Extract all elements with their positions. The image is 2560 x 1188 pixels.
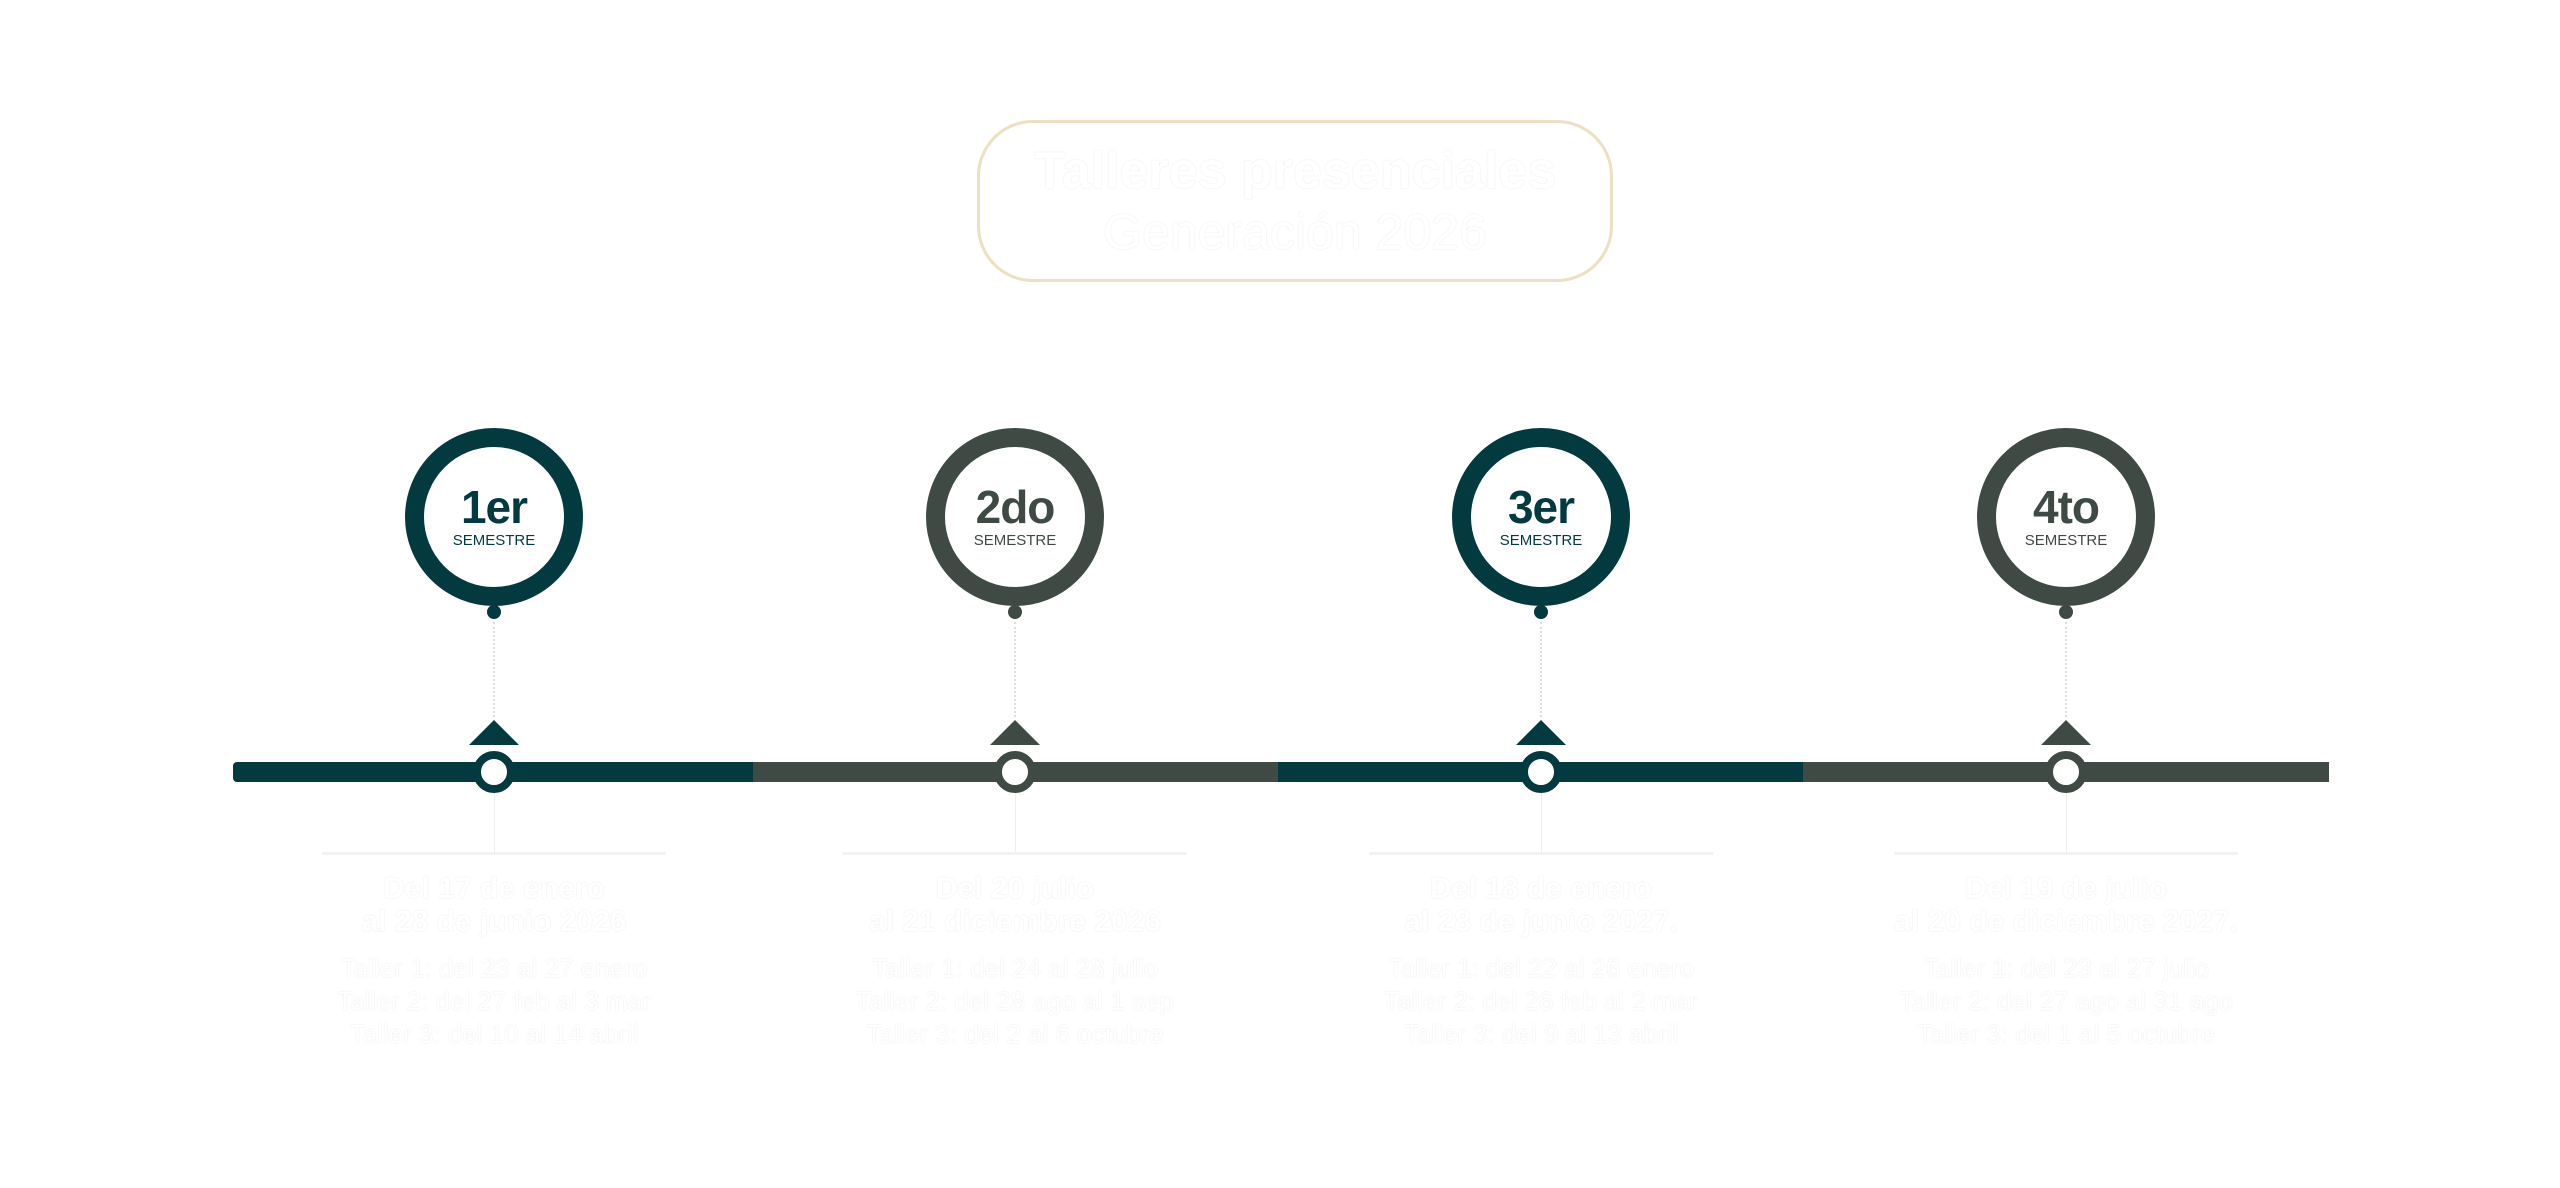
triangle-marker	[1516, 720, 1566, 745]
vertical-connector	[2066, 793, 2067, 853]
date-range-line-1: Del 19 de julio	[1965, 872, 2167, 905]
timeline-node	[473, 751, 515, 793]
dotted-connector	[1014, 622, 1016, 717]
badge-pin	[487, 605, 501, 619]
divider-line	[1894, 852, 2238, 855]
divider-line	[322, 852, 666, 855]
semester-number: 3er	[1507, 481, 1575, 533]
semester-number: 2do	[975, 481, 1056, 533]
badge-pin	[1534, 605, 1548, 619]
taller-item: Taller 1: del 22 al 26 enero	[1387, 953, 1695, 983]
taller-item: Taller 1: del 24 al 28 julio	[871, 953, 1159, 983]
divider-line	[843, 852, 1187, 855]
timeline-node	[994, 751, 1036, 793]
date-range-line-1: Del 17 de enero	[383, 872, 605, 905]
date-range-line-1: Del 20 julio	[935, 872, 1095, 905]
date-range-line-2: al 20 de diciembre 2027.	[1894, 905, 2238, 938]
semester-number: 4to	[2033, 481, 2100, 533]
semester-number: 1er	[460, 481, 528, 533]
taller-item: Taller 2: del 27 feb al 3 mar	[337, 986, 651, 1016]
divider-line	[1369, 852, 1713, 855]
date-range-line-2: al 21 diciembre 2026	[869, 905, 1161, 938]
title-line-2: Generación 2026	[1103, 204, 1487, 260]
badge-pin	[1008, 605, 1022, 619]
vertical-connector	[1541, 793, 1542, 853]
taller-item: Taller 3: del 9 al 13 abril	[1403, 1019, 1679, 1049]
badge-pin	[2059, 605, 2073, 619]
timeline-node	[2045, 751, 2087, 793]
taller-item: Taller 2: del 28 ago al 1 sep	[856, 986, 1174, 1016]
title-box: Talleres presenciales Generación 2026	[977, 120, 1613, 282]
taller-item: Taller 1: del 23 al 27 julio	[1922, 953, 2210, 983]
taller-item: Taller 3: del 1 al 5 octubre	[1917, 1019, 2215, 1049]
semester-label: SEMESTRE	[1499, 532, 1583, 549]
semester-label: SEMESTRE	[973, 532, 1057, 549]
vertical-connector	[1015, 793, 1016, 853]
vertical-connector	[494, 793, 495, 853]
dotted-connector	[493, 622, 495, 717]
taller-item: Taller 3: del 10 al 14 abril	[349, 1019, 639, 1049]
title-line-1: Talleres presenciales	[1033, 142, 1557, 200]
triangle-marker	[469, 720, 519, 745]
dotted-connector	[1540, 622, 1542, 717]
semester-label: SEMESTRE	[2024, 532, 2108, 549]
date-range-line-2: al 28 de junio 2026	[361, 905, 627, 938]
date-range-line-1: Del 18 de enero	[1430, 872, 1652, 905]
timeline-node	[1520, 751, 1562, 793]
triangle-marker	[2041, 720, 2091, 745]
taller-item: Taller 3: del 2 al 6 octubre	[866, 1019, 1164, 1049]
taller-item: Taller 2: del 27 ago al 31 ago	[1899, 986, 2233, 1016]
semester-label: SEMESTRE	[452, 532, 536, 549]
taller-item: Taller 2: del 26 feb al 2 mar	[1384, 986, 1698, 1016]
triangle-marker	[990, 720, 1040, 745]
dotted-connector	[2065, 622, 2067, 717]
taller-item: Taller 1: del 23 al 27 enero	[340, 953, 648, 983]
date-range-line-2: al 28 de junio 2027.	[1404, 905, 1678, 938]
